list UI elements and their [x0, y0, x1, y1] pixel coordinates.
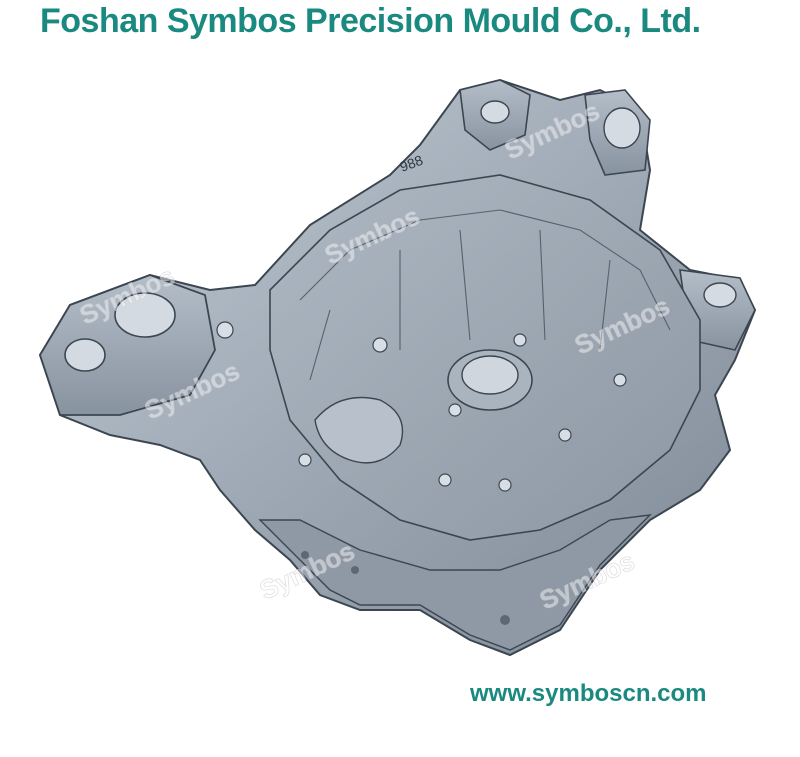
- top-boss-hole-left: [480, 100, 510, 124]
- inner-wall-lines: [299, 209, 671, 381]
- website-url[interactable]: www.symboscn.com: [470, 680, 707, 707]
- lug-hole-large: [114, 292, 176, 338]
- lower-skirt: [258, 514, 652, 651]
- company-title: Foshan Symbos Precision Mould Co., Ltd.: [40, 2, 701, 40]
- housing-render: 988 Symbos Symbos Symbos Symbos Symbos S…: [38, 78, 757, 657]
- bolt-holes: [216, 321, 627, 492]
- central-boss-bore: [461, 355, 519, 395]
- top-boss-hole-right: [603, 107, 641, 149]
- part-marking: 988: [398, 152, 426, 175]
- right-ear-hole: [703, 282, 737, 308]
- lug-hole-small: [64, 338, 106, 372]
- skirt-holes: [301, 551, 510, 625]
- oil-passage-feature: [314, 396, 404, 464]
